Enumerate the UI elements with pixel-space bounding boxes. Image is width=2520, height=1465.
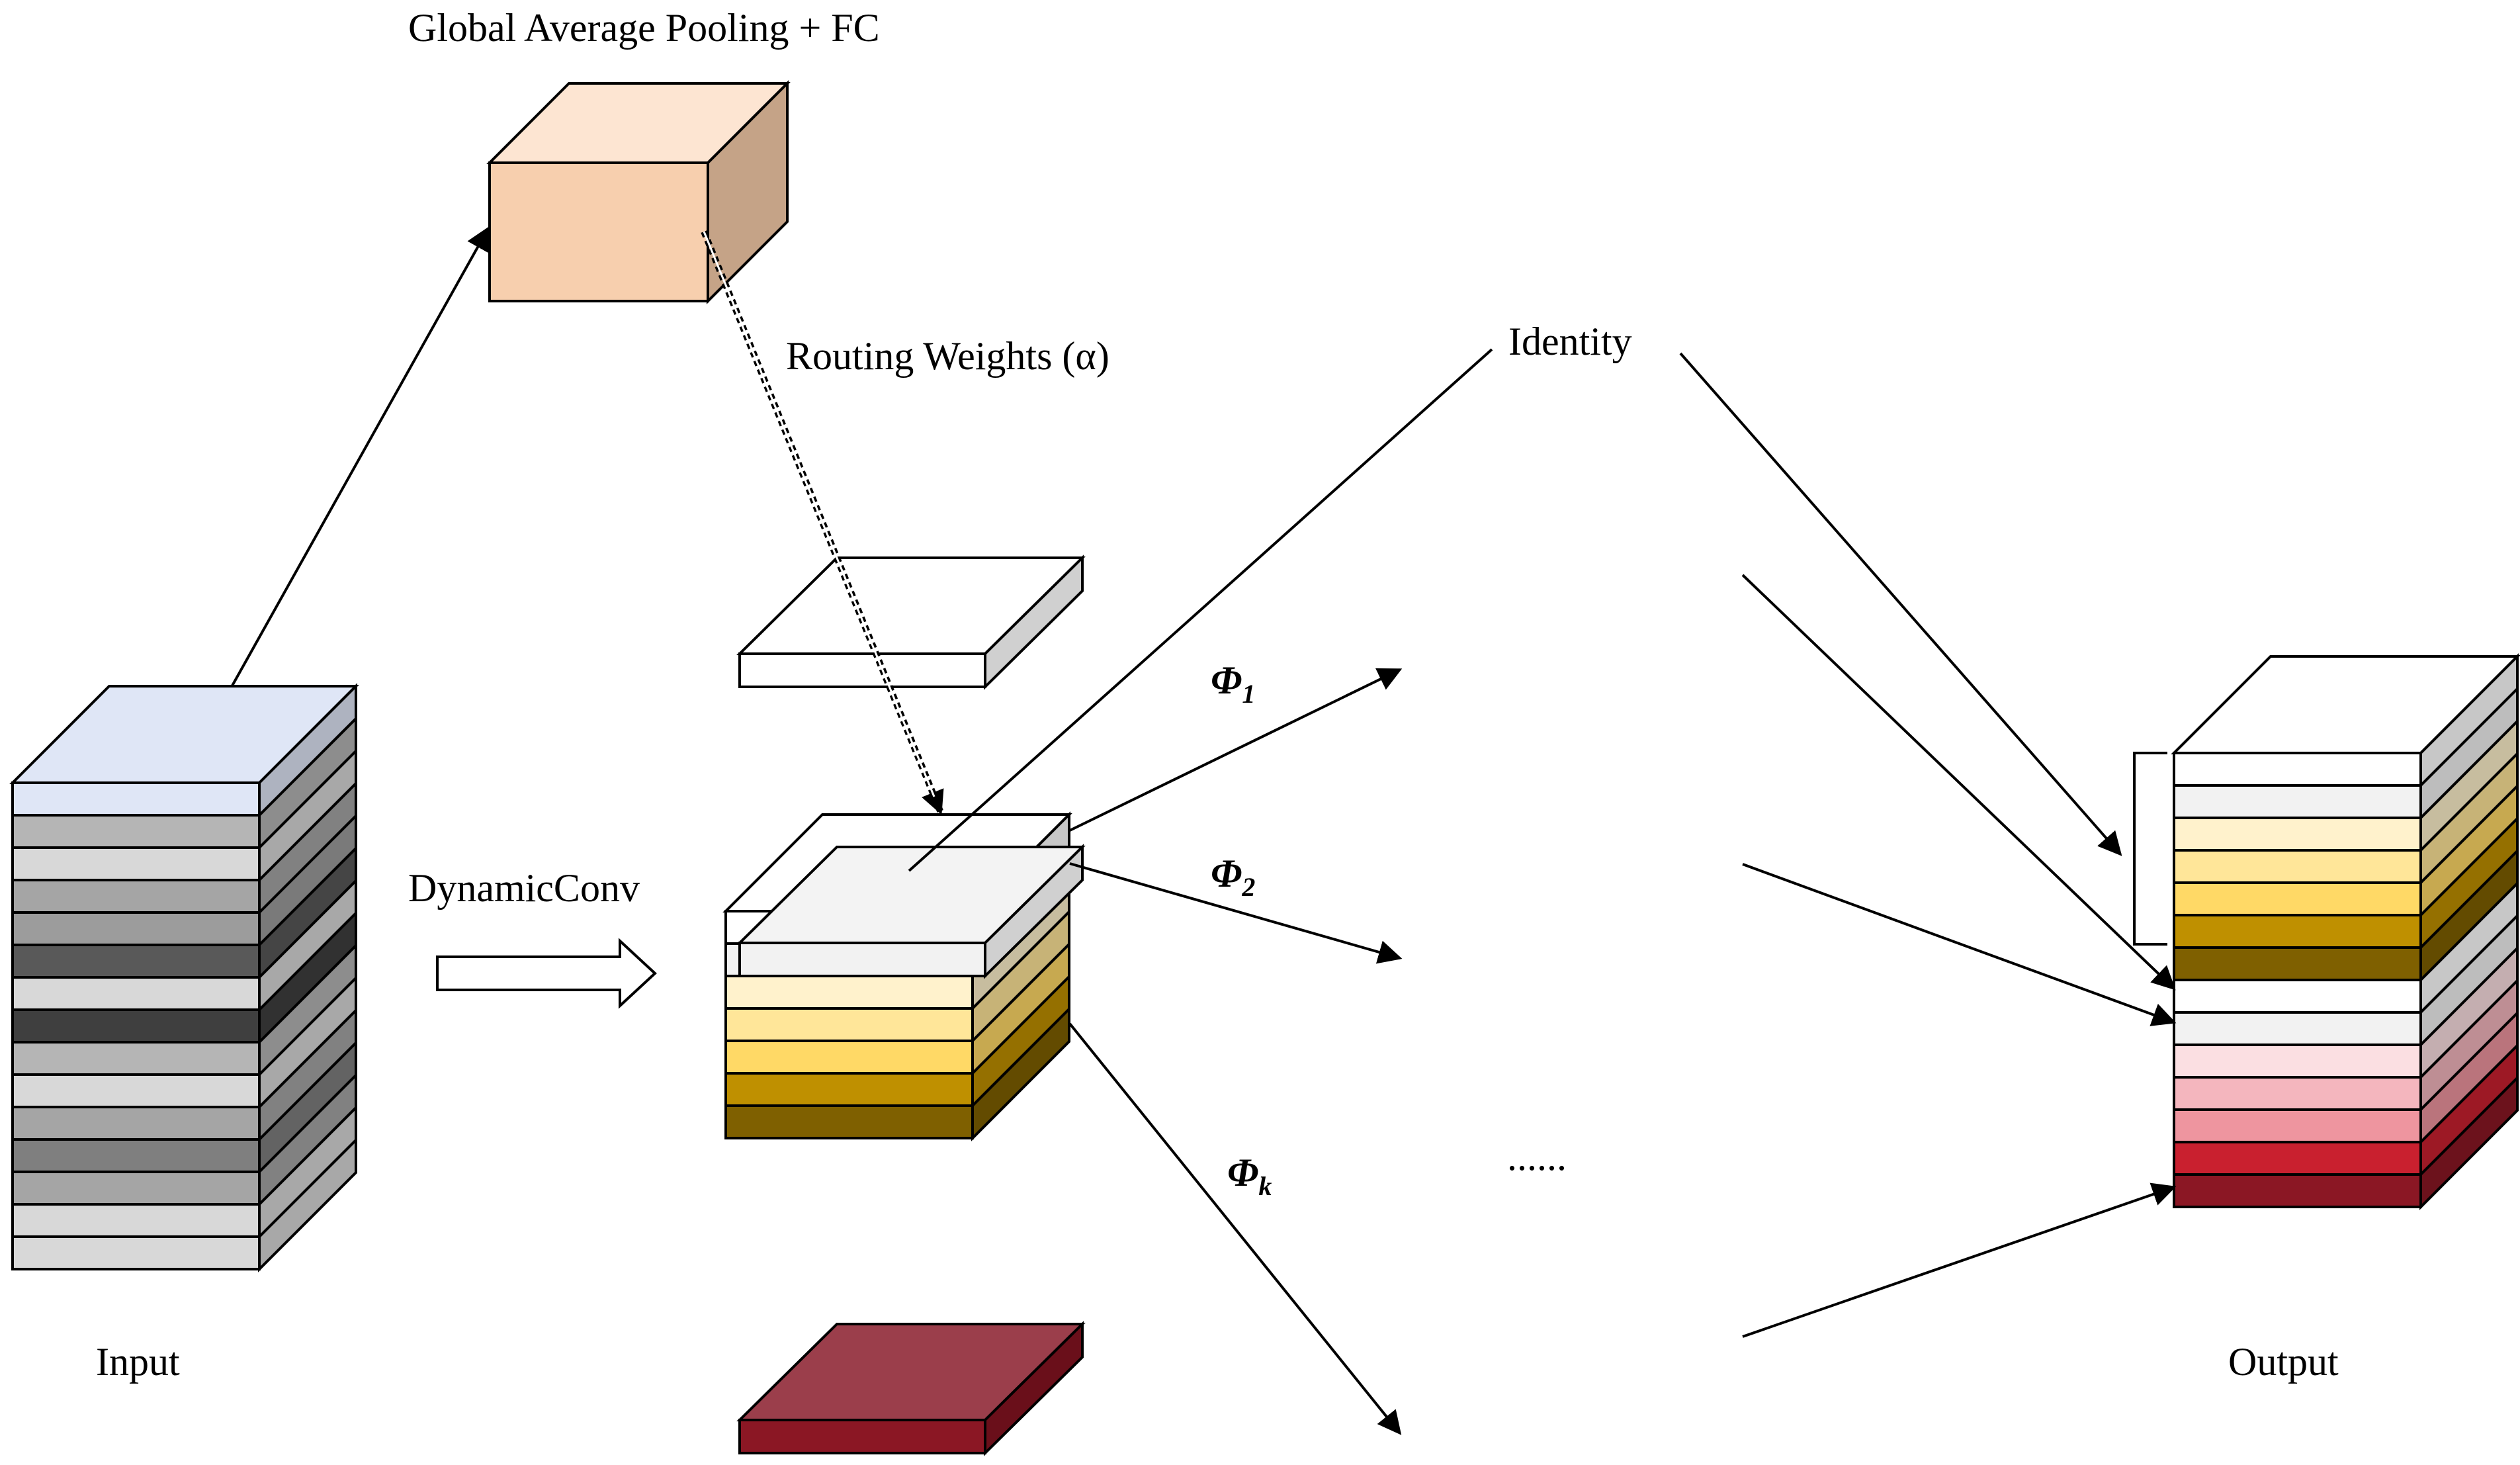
identity-line-in [908,348,1493,872]
output-layer [2173,1011,2422,1046]
input-layer [11,1235,261,1270]
input-layer [11,1041,261,1076]
phi-2-label: Φ2 [1211,852,1255,902]
phi-k-label: Φk [1227,1151,1272,1201]
output-layer [2173,1076,2422,1111]
branch-2-to-output-arrow [1742,863,2177,1026]
output-label: Output [2228,1340,2339,1384]
input-layer [11,1171,261,1206]
output-layer [2173,1108,2422,1143]
input-layer [11,846,261,881]
input-layer [11,911,261,946]
phi-1-label: Φ1 [1211,658,1255,709]
input-layer [11,879,261,914]
output-layer [2173,881,2422,916]
routing-weights-label: Routing Weights (α) [786,334,1109,378]
input-layer [11,1203,261,1238]
dynamic-conv-label: DynamicConv [408,866,640,910]
identity-bracket [2133,752,2167,946]
output-feature-stack [2171,653,2520,1210]
branch-2-block [736,844,1086,979]
dyn-to-branch-k-arrow [1068,1022,1402,1435]
gap-fc-label: Global Average Pooling + FC [408,6,880,50]
dynamic-kernel-layer [724,975,974,1010]
gap-fc-front-face [488,161,709,302]
input-layer [11,1138,261,1173]
dynamic-kernel-layer [724,1104,974,1139]
output-layer [2173,979,2422,1014]
gap-fc-block [486,80,791,304]
dynamic-kernel-layer [724,1072,974,1107]
branch-2-front-face [738,942,986,977]
input-layer [11,976,261,1011]
branch-k-front-face [738,1419,986,1454]
output-layer [2173,1043,2422,1079]
output-layer [2173,752,2422,787]
branch-1-to-output-arrow [1741,574,2176,991]
input-layer [11,781,261,817]
dyn-to-branch-1-arrow [1069,668,1403,832]
input-to-gap-arrow [230,226,490,688]
input-layer [11,1106,261,1141]
output-layer [2173,1173,2422,1208]
branch-1-block [736,555,1086,690]
output-layer [2173,946,2422,981]
input-feature-stack [9,683,359,1272]
ellipsis-more-branches: ...... [1507,1135,1567,1178]
input-label: Input [96,1340,180,1384]
routing-weights-arrow-core [703,231,935,797]
input-layer [11,1008,261,1043]
identity-label: Identity [1508,320,1632,363]
dynamic-kernel-layer [724,1007,974,1042]
input-layer [11,814,261,849]
branch-k-to-output-arrow [1742,1182,2177,1338]
output-layer [2173,784,2422,819]
branch-1-front-face [738,652,986,688]
dynamic-conv-arrow [436,938,657,1009]
input-layer [11,944,261,979]
output-layer [2173,817,2422,852]
output-layer [2173,1141,2422,1176]
identity-line-out [1679,352,2122,856]
dynamic-kernel-layer [724,1040,974,1075]
input-layer [11,1073,261,1108]
output-layer [2173,849,2422,884]
output-layer [2173,914,2422,949]
dyn-to-branch-2-arrow [1069,862,1403,964]
branch-k-block [736,1321,1086,1456]
